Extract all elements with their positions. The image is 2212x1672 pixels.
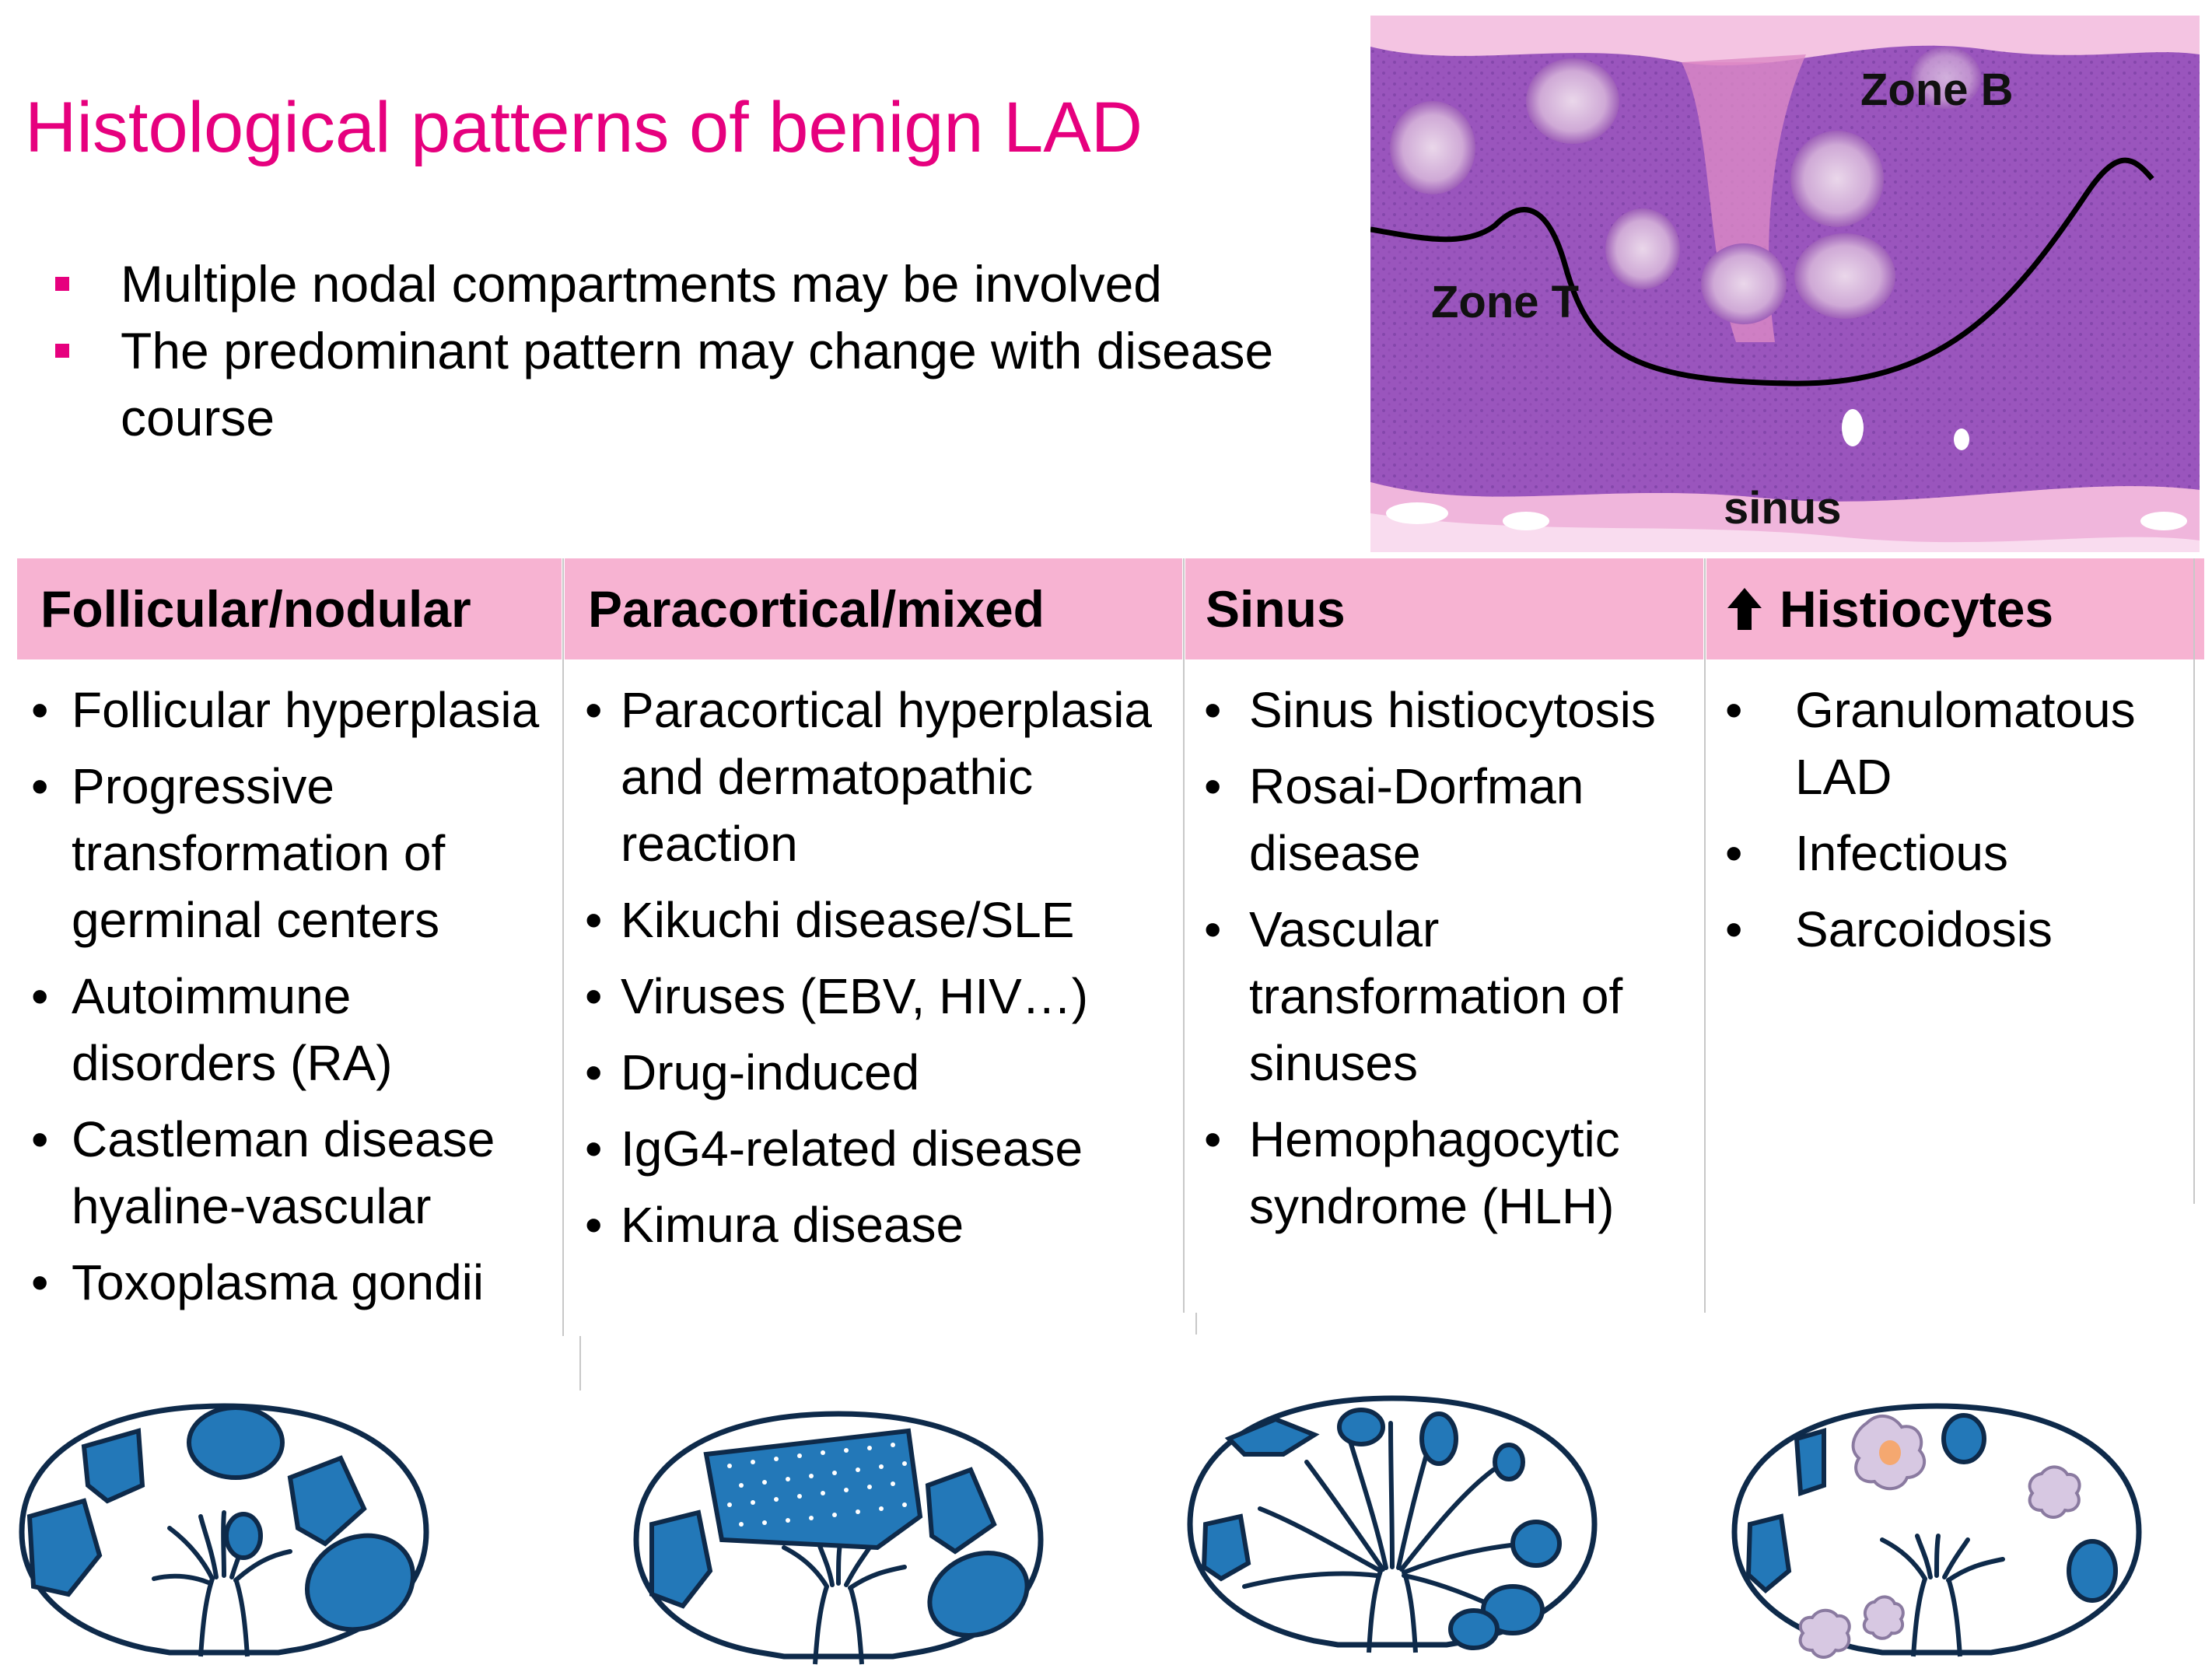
list-item: •Infectious	[1725, 825, 2008, 881]
intro-bullet: The predominant pattern may change with …	[51, 317, 1287, 451]
list-item: •Autoimmune disorders (RA)	[31, 968, 393, 1091]
list-item: •Kimura disease	[585, 1197, 964, 1253]
column-divider	[2193, 558, 2195, 1204]
list-item: •Sinus histiocytosis	[1204, 682, 1656, 738]
column-divider	[1704, 558, 1706, 1313]
paracortical-node-diagram	[633, 1411, 1044, 1665]
list-item: •Toxoplasma gondii	[31, 1254, 485, 1310]
list-item: •Progressive transformation of germinal …	[31, 758, 446, 948]
histiocytes-node-diagram	[1731, 1403, 2142, 1659]
follicular-node-diagram	[19, 1403, 429, 1657]
sinus-node-diagram	[1187, 1395, 1598, 1653]
list-item: •IgG4-related disease	[585, 1121, 1083, 1177]
zone-t-label: Zone T	[1431, 277, 1580, 327]
list-item: •Paracortical hyperplasia and dermatopat…	[585, 682, 1152, 872]
bullet-marker	[55, 277, 69, 291]
column-header-follicular: Follicular/nodular	[17, 558, 562, 659]
list-item: •Kikuchi disease/SLE	[585, 892, 1075, 948]
column-divider	[1183, 558, 1185, 1313]
list-item: •Rosai-Dorfman disease	[1204, 758, 1584, 881]
intro-bullet: Multiple nodal compartments may be invol…	[51, 250, 1287, 317]
histiocytes-list: •Granulomatous LAD •Infectious •Sarcoido…	[1725, 677, 2192, 972]
list-item: •Drug-induced	[585, 1044, 920, 1100]
list-item: •Sarcoidosis	[1725, 901, 2053, 957]
lymph-node-micrograph: Zone B Zone T sinus	[1370, 16, 2200, 552]
list-item: •Hemophagocytic syndrome (HLH)	[1204, 1111, 1620, 1234]
zone-b-label: Zone B	[1860, 65, 2014, 115]
up-arrow-icon	[1725, 563, 1764, 664]
column-divider	[562, 558, 564, 1336]
column-divider	[1195, 1313, 1197, 1334]
follicular-list: •Follicular hyperplasia •Progressive tra…	[31, 677, 560, 1325]
paracortical-list: •Paracortical hyperplasia and dermatopat…	[585, 677, 1176, 1268]
bullet-marker	[55, 344, 69, 358]
list-item: •Viruses (EBV, HIV…)	[585, 968, 1089, 1024]
list-item: •Granulomatous LAD	[1725, 682, 2136, 805]
column-header-paracortical: Paracortical/mixed	[565, 558, 1182, 659]
intro-bullets: Multiple nodal compartments may be invol…	[51, 250, 1287, 451]
list-item: •Vascular transformation of sinuses	[1204, 901, 1623, 1091]
sinus-label: sinus	[1724, 483, 1842, 533]
column-header-histiocytes: Histiocytes	[1706, 558, 2204, 659]
list-item: •Castleman disease hyaline-vascular	[31, 1111, 495, 1234]
column-header-sinus: Sinus	[1185, 558, 1703, 659]
column-divider	[579, 1336, 581, 1390]
slide-title: Histological patterns of benign LAD	[25, 88, 1143, 167]
list-item: •Follicular hyperplasia	[31, 682, 540, 738]
sinus-list: •Sinus histiocytosis •Rosai-Dorfman dise…	[1204, 677, 1702, 1249]
